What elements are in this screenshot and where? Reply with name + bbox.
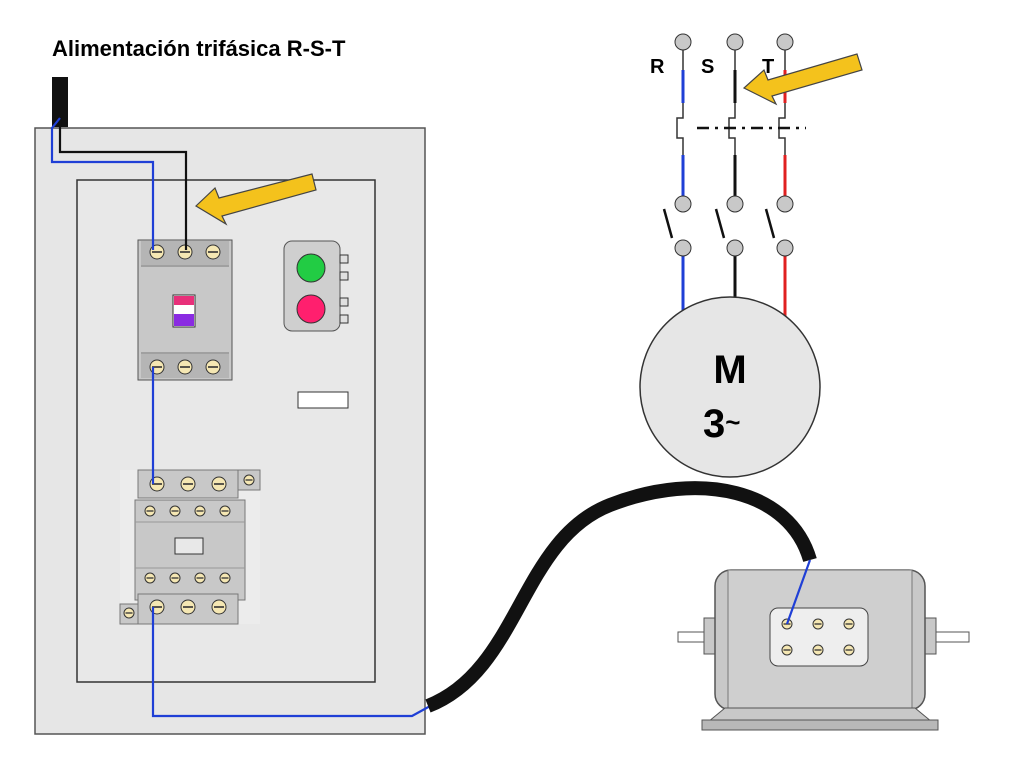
motor-circle-icon — [639, 296, 821, 478]
circuit-breaker — [137, 239, 233, 381]
screw-terminal-icon — [843, 644, 855, 656]
stop-button — [296, 294, 326, 324]
screw-terminal-icon — [205, 359, 221, 375]
screw-terminal-icon — [211, 476, 227, 492]
screw-terminal-icon — [219, 572, 231, 584]
switch-contact-icon — [764, 208, 776, 239]
terminal-box — [769, 607, 869, 667]
wire-black — [58, 118, 188, 250]
diagram-title: Alimentación trifásica R-S-T — [52, 36, 346, 61]
screw-terminal-icon — [194, 505, 206, 517]
screw-terminal-icon — [812, 618, 824, 630]
screw-terminal-icon — [144, 505, 156, 517]
terminal-s — [726, 33, 744, 51]
wire-blue — [151, 607, 433, 718]
phase-label-r: R — [650, 56, 665, 78]
motor-phase-count: 3~ — [703, 402, 740, 446]
motor-cable — [425, 481, 817, 713]
label-slot — [297, 391, 349, 409]
incoming-cable — [52, 77, 68, 127]
motor-letter: M — [713, 348, 746, 392]
phase-label-s: S — [701, 56, 714, 78]
screw-terminal-icon — [243, 474, 255, 486]
terminal-t — [776, 33, 794, 51]
screw-terminal-icon — [205, 244, 221, 260]
screw-terminal-icon — [781, 644, 793, 656]
screw-terminal-icon — [219, 505, 231, 517]
arrow-icon — [195, 173, 317, 226]
screw-terminal-icon — [180, 476, 196, 492]
screw-terminal-icon — [177, 359, 193, 375]
switch-contact-icon — [714, 208, 726, 239]
contactor — [119, 469, 261, 625]
start-button — [296, 253, 326, 283]
screw-terminal-icon — [194, 572, 206, 584]
screw-terminal-icon — [211, 599, 227, 615]
wire-blue — [50, 117, 155, 250]
push-button-station — [283, 240, 349, 332]
panel-wiring — [50, 117, 433, 718]
arrow-icon — [742, 53, 863, 106]
wire-blue — [785, 559, 812, 625]
terminal-r — [674, 33, 692, 51]
screw-terminal-icon — [144, 572, 156, 584]
screw-terminal-icon — [123, 607, 135, 619]
screw-terminal-icon — [843, 618, 855, 630]
screw-terminal-icon — [812, 644, 824, 656]
screw-terminal-icon — [169, 505, 181, 517]
schematic: R S T — [639, 33, 821, 478]
electrical-panel — [34, 127, 426, 735]
screw-terminal-icon — [169, 572, 181, 584]
screw-terminal-icon — [180, 599, 196, 615]
switch-contact-icon — [662, 208, 674, 239]
physical-motor — [677, 569, 970, 731]
